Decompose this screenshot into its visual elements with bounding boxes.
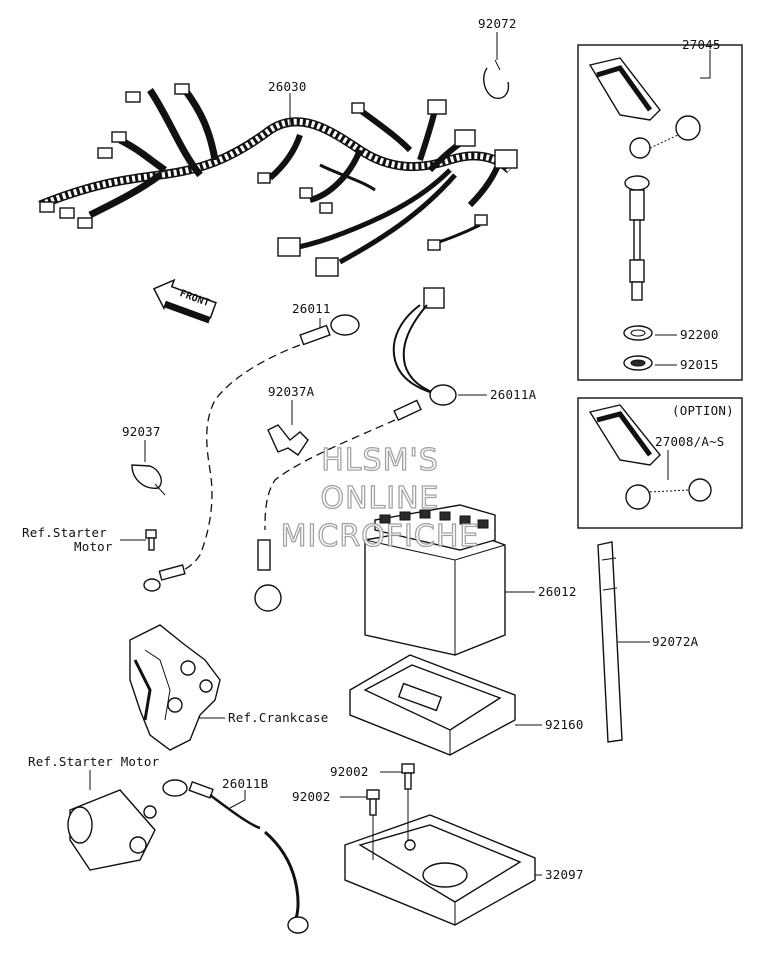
label-92002-lower: 92002 [292,789,331,804]
label-92015: 92015 [680,357,719,372]
label-ref-starter-line-1: Ref.Starter [22,525,107,540]
label-option: (OPTION) [672,403,734,418]
starter-bolt [145,529,157,551]
battery-26012 [364,504,506,656]
clamp-92037A [267,424,309,456]
watermark-line-2: ONLINE [320,481,439,516]
key-set-27008-option [577,397,743,529]
label-92002-upper: 92002 [330,764,369,779]
part-labels: 92072 27045 26030 26011 92200 92015 9203… [22,16,734,882]
label-26011B: 26011B [222,776,268,791]
leader-lines [89,32,711,876]
label-92072A: 92072A [652,634,699,649]
label-27008: 27008/A~S [655,434,725,449]
front-arrow [152,278,217,324]
label-ref-crankcase: Ref.Crankcase [228,710,328,725]
strap-92072A [597,541,623,743]
label-32097: 32097 [545,867,584,882]
label-ref-starter-line-2: Motor [74,539,113,554]
label-26011: 26011 [292,301,331,316]
label-26011A: 26011A [490,387,537,402]
battery-case-92160 [349,654,516,756]
label-26030: 26030 [268,79,307,94]
watermark-line-1: HLSM'S [321,443,439,478]
cable-26011 [143,314,360,592]
watermark: HLSM'S ONLINE MICROFICHE [280,442,480,554]
key-set-27045 [577,44,743,381]
watermark-line-3: MICROFICHE [281,519,480,554]
label-92037: 92037 [122,424,161,439]
band-92072 [483,59,510,99]
band-92037 [131,464,166,496]
label-92037A: 92037A [268,384,315,399]
cable-26011A [254,287,457,612]
label-26012: 26012 [538,584,577,599]
wiring-harness [38,83,518,277]
label-27045: 27045 [682,37,721,52]
cable-26011B [162,779,309,934]
label-92160: 92160 [545,717,584,732]
label-92072: 92072 [478,16,517,31]
starter-motor [67,789,157,871]
label-ref-starter-motor: Ref.Starter Motor [28,754,160,769]
label-92200: 92200 [680,327,719,342]
tray-32097 [344,814,536,926]
crankcase-fragment [129,624,221,751]
